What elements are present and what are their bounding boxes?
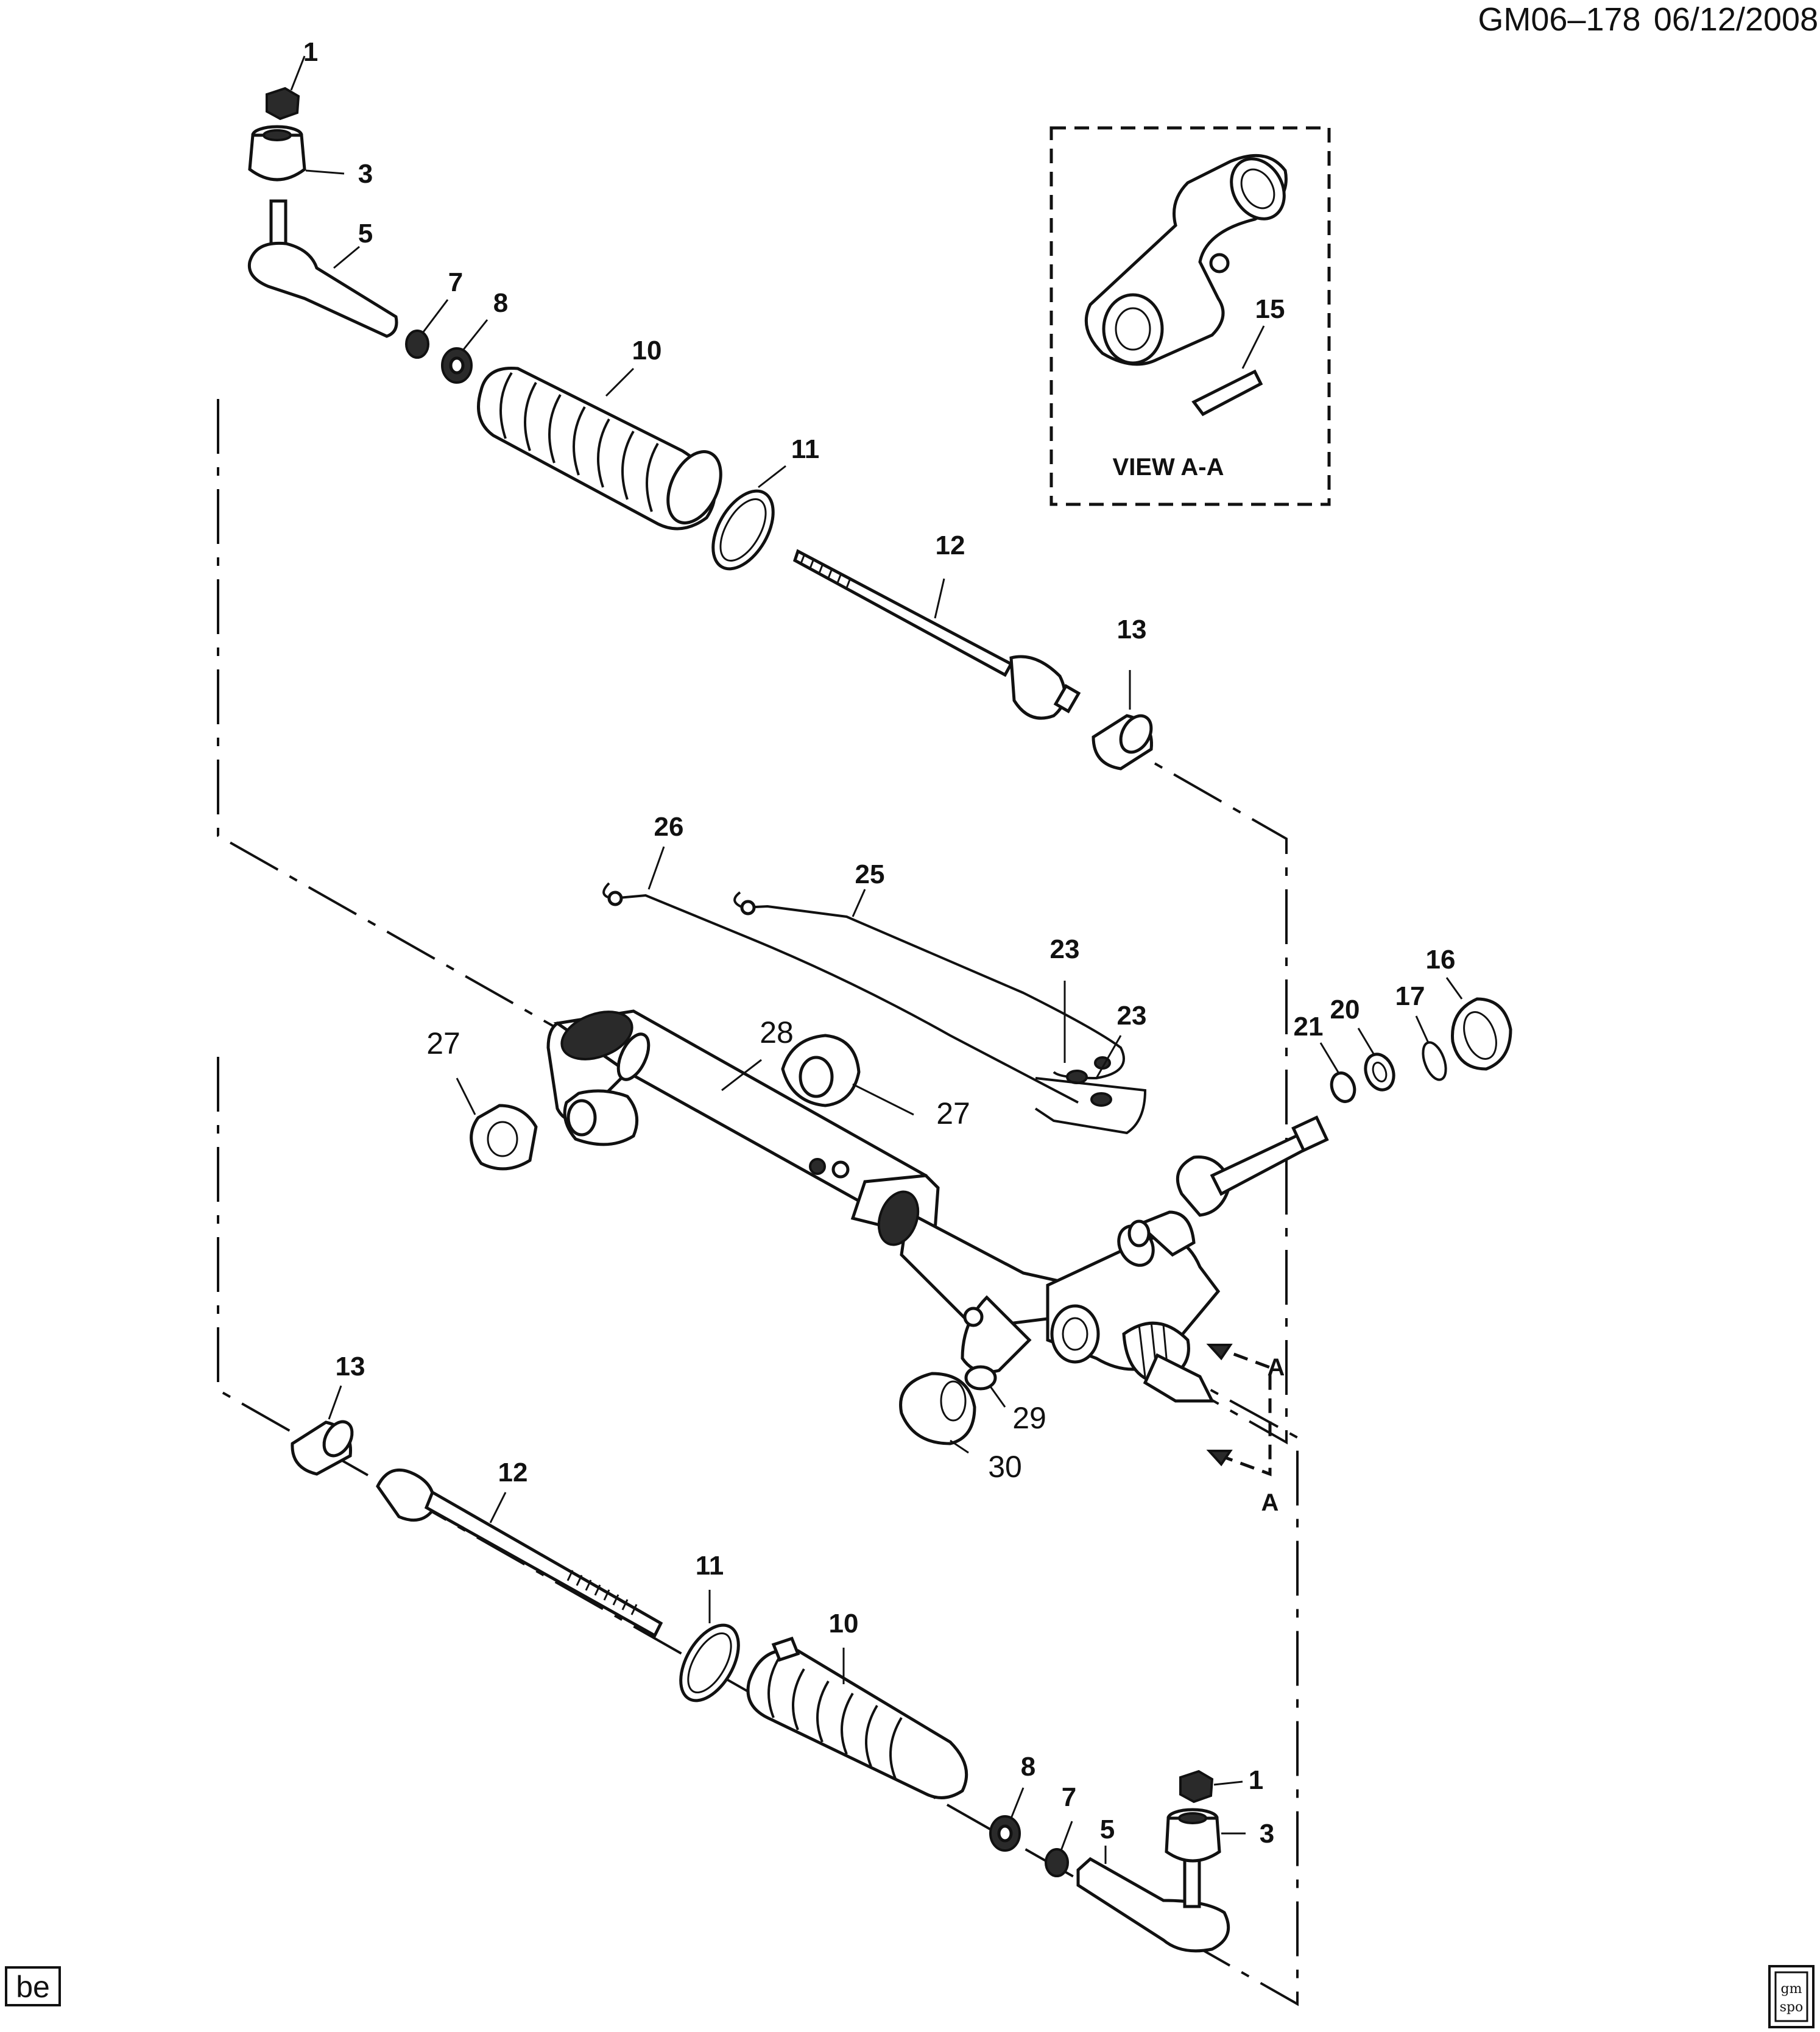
- part-26-pipe: [602, 882, 1079, 1104]
- part-27-mount-right: [781, 1034, 861, 1107]
- part-17-retaining-ring: [1422, 1041, 1447, 1081]
- section-a-lower: A: [1261, 1489, 1279, 1516]
- part-10-boot-bottom: [746, 1636, 968, 1799]
- callout-3-top: 3: [358, 159, 373, 189]
- part-5-tie-rod-end-top: [247, 199, 398, 338]
- part-1-nut-bottom: [1179, 1769, 1214, 1804]
- section-a-upper: A: [1268, 1354, 1285, 1381]
- callout-11-bottom: 11: [696, 1551, 724, 1581]
- callout-30: 30: [988, 1450, 1022, 1484]
- part-5-tie-rod-end-bottom: [1076, 1856, 1230, 1953]
- callout-11-top: 11: [791, 434, 820, 464]
- part-23-fittings: [1034, 1056, 1147, 1135]
- part-11-clamp-top: [711, 489, 775, 571]
- drawing-date: 06/12/2008: [1654, 1, 1818, 38]
- callout-7-top: 7: [448, 267, 463, 297]
- callout-1-bottom: 1: [1249, 1765, 1263, 1795]
- part-12-inner-tie-rod-bottom: [376, 1468, 663, 1638]
- part-27-mount-left: [470, 1089, 639, 1171]
- drawing-id: GM06–178: [1478, 1, 1640, 38]
- callout-5-top: 5: [358, 219, 373, 249]
- part-13-bushing-bottom: [291, 1420, 354, 1476]
- callout-29: 29: [1012, 1401, 1046, 1435]
- part-7-jam-nut-top: [405, 330, 429, 359]
- part-30-cap: [899, 1372, 976, 1445]
- callout-27-right: 27: [936, 1096, 970, 1131]
- part-16-dust-seal: [1451, 997, 1512, 1071]
- view-a-a-box: 15 VIEW A-A: [1049, 126, 1331, 506]
- part-7-jam-nut-bottom: [1045, 1848, 1069, 1877]
- callout-23-a: 23: [1050, 934, 1080, 964]
- callout-3-bottom: 3: [1260, 1819, 1274, 1849]
- part-1-nut-top: [266, 86, 300, 121]
- footer-badge: be: [5, 1966, 61, 2006]
- part-12-inner-tie-rod-top: [792, 549, 1081, 720]
- callout-21: 21: [1294, 1012, 1324, 1042]
- part-11-clamp-bottom: [679, 1623, 740, 1702]
- callout-10-top: 10: [632, 336, 662, 365]
- part-8-clamp-top: [441, 347, 473, 384]
- callout-15: 15: [1255, 294, 1285, 324]
- callout-28: 28: [760, 1015, 794, 1050]
- callout-27-left: 27: [426, 1026, 460, 1060]
- part-3-seal-top: [248, 125, 306, 182]
- gm-spo-logo: gm spo: [1768, 1965, 1815, 2028]
- callout-25: 25: [855, 859, 885, 889]
- upper-assembly-frame: [217, 399, 1288, 1445]
- part-21-bearing: [1330, 1071, 1356, 1103]
- callout-16: 16: [1426, 945, 1456, 975]
- section-a-arrows: [1206, 1344, 1272, 1476]
- part-10-boot-top: [477, 366, 722, 531]
- callout-13-bottom: 13: [336, 1352, 365, 1381]
- part-3-seal-bottom: [1165, 1808, 1221, 1863]
- part-8-clamp-bottom: [989, 1815, 1021, 1852]
- part-13-bushing-top: [1092, 714, 1153, 771]
- callout-12-bottom: 12: [498, 1458, 528, 1487]
- callout-26: 26: [654, 812, 684, 842]
- svg-text:spo: spo: [1780, 2000, 1804, 2015]
- view-a-a-label: VIEW A-A: [1113, 454, 1224, 481]
- callout-8-bottom: 8: [1021, 1752, 1035, 1782]
- svg-text:gm: gm: [1781, 1981, 1802, 1997]
- callout-20: 20: [1330, 995, 1360, 1025]
- svg-text:be: be: [16, 1970, 50, 2004]
- callout-17: 17: [1395, 981, 1425, 1011]
- part-20-seal: [1364, 1053, 1395, 1092]
- callout-23-b: 23: [1117, 1001, 1147, 1031]
- callout-13-top: 13: [1117, 615, 1147, 644]
- part-29-oring: [964, 1365, 997, 1391]
- part-28-rack-housing: [546, 1009, 1329, 1403]
- callout-12-top: 12: [936, 531, 965, 560]
- lower-assembly-frame: [217, 1057, 1299, 2006]
- callout-8-top: 8: [493, 288, 508, 318]
- callout-10-bottom: 10: [829, 1609, 859, 1639]
- callout-7-bottom: 7: [1062, 1782, 1076, 1812]
- callout-1-top: 1: [303, 37, 318, 67]
- callout-5-bottom: 5: [1100, 1815, 1115, 1844]
